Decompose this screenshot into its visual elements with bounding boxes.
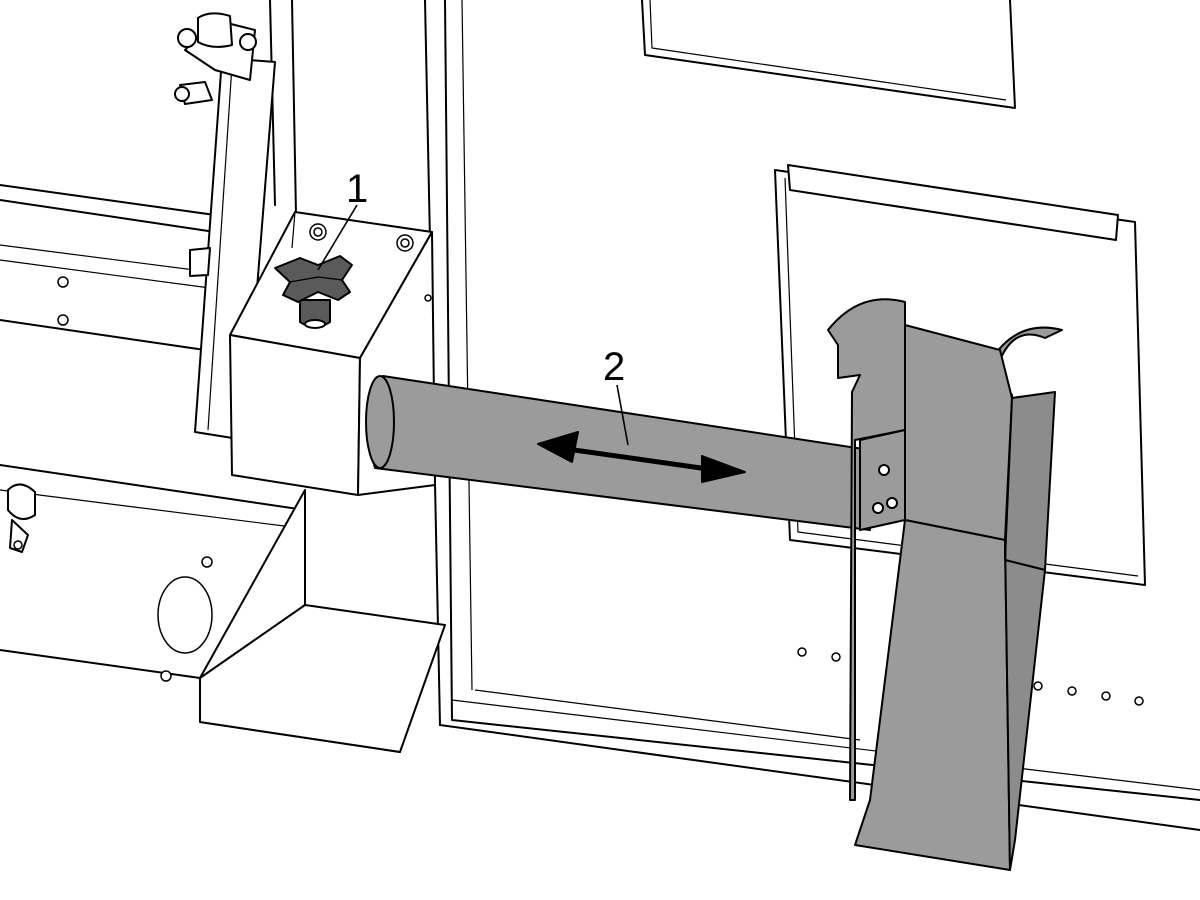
support-trough xyxy=(827,298,1063,871)
locking-knob xyxy=(274,255,353,329)
callout-2-leader xyxy=(616,384,629,446)
access-hole xyxy=(157,576,213,654)
cable-clip xyxy=(7,483,36,553)
sliding-tube xyxy=(365,375,871,531)
double-headed-arrow xyxy=(537,431,746,483)
pneumatic-arm xyxy=(174,12,276,441)
callout-1-label: 1 xyxy=(346,167,368,211)
callout-2-label: 2 xyxy=(603,345,625,389)
callout-1-leader xyxy=(317,204,358,271)
